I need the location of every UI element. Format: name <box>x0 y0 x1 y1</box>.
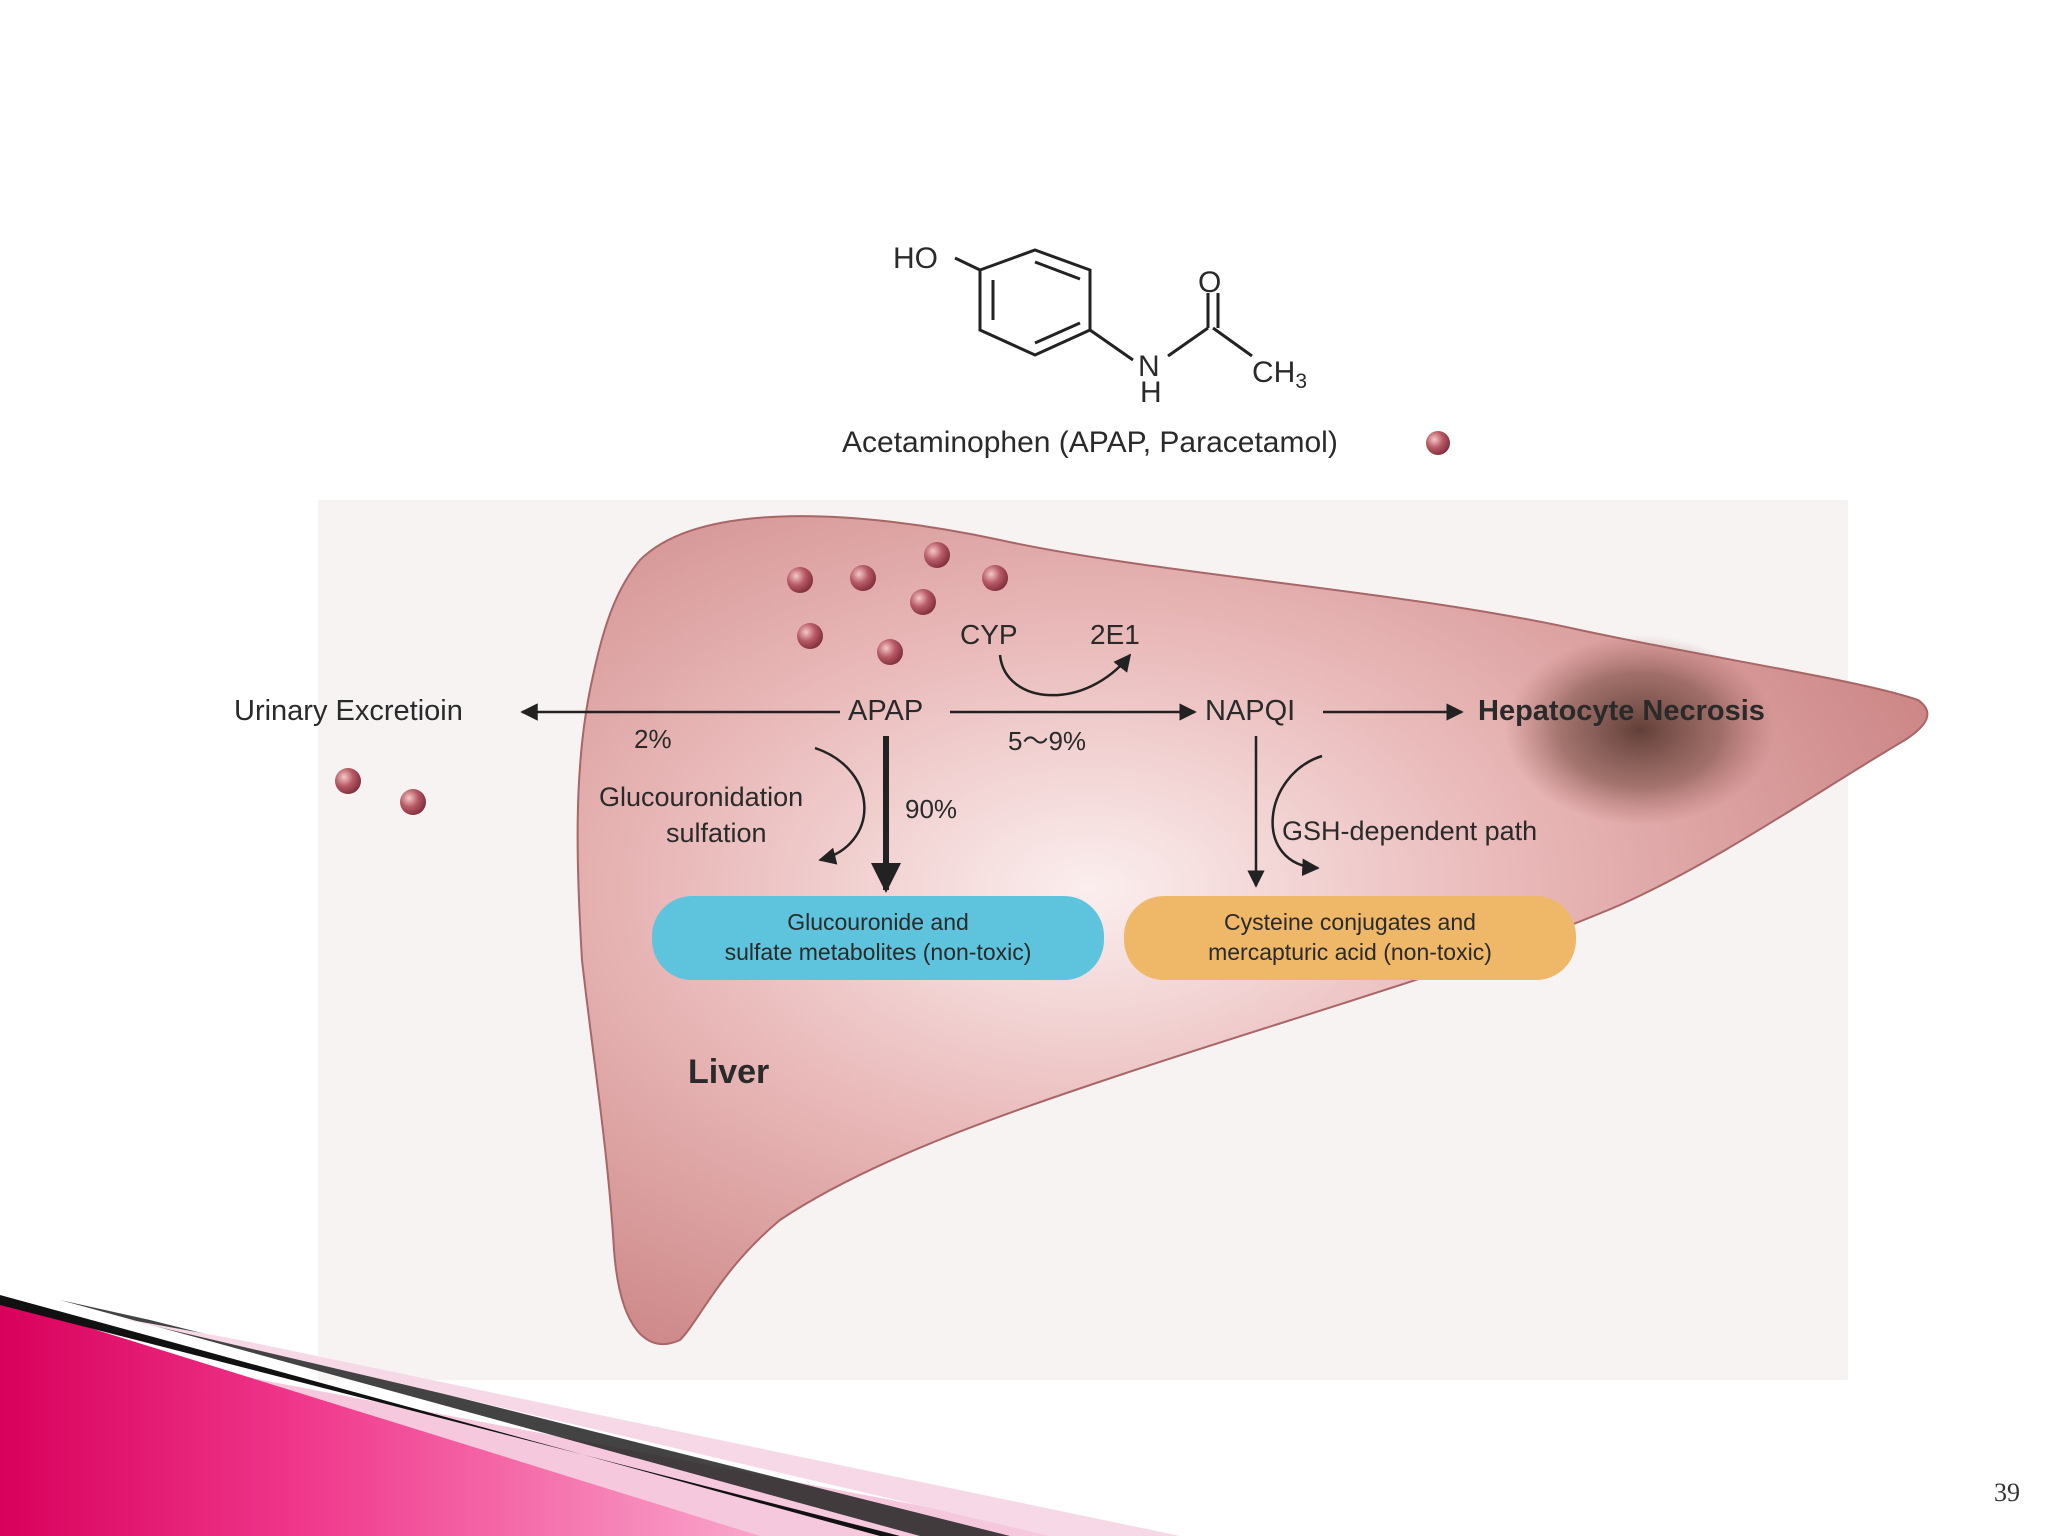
cysteine-box <box>1124 896 1576 980</box>
napqi-label: NAPQI <box>1205 695 1295 727</box>
necrosis-patch <box>1505 635 1775 825</box>
apap-dot <box>787 567 813 593</box>
apap-label: APAP <box>848 695 923 727</box>
cysteine-box-line2: mercapturic acid (non-toxic) <box>1208 939 1492 965</box>
nitrogen-label: N <box>1138 350 1160 383</box>
hydrogen-label: H <box>1140 376 1162 409</box>
decorative-bottom-band <box>0 1295 1180 1536</box>
apap-dot <box>335 768 361 794</box>
apap-dot <box>877 639 903 665</box>
necrosis-label: Hepatocyte Necrosis <box>1478 695 1765 727</box>
glucuronidation-arrow <box>814 746 866 865</box>
ho-label: HO <box>893 242 938 275</box>
glucuronide-box <box>652 896 1104 980</box>
urinary-percent: 2% <box>634 724 672 754</box>
sulfation-label: sulfation <box>666 818 767 848</box>
apap-dot <box>982 565 1008 591</box>
methyl-label: CH3 <box>1252 356 1307 393</box>
urinary-excretion-label: Urinary Excretioin <box>234 695 463 727</box>
cyp-label: CYP <box>960 619 1018 650</box>
2e1-label: 2E1 <box>1090 619 1140 650</box>
apap-dot <box>850 565 876 591</box>
apap-dot <box>797 623 823 649</box>
glucuronidation-label: Glucouronidation <box>599 782 803 812</box>
apap-dot <box>400 789 426 815</box>
slide-number: 39 <box>1994 1478 2020 1507</box>
apap-molecules-excreted <box>335 768 426 815</box>
liver-label: Liver <box>688 1053 769 1091</box>
apap-molecules-liver <box>787 542 1008 665</box>
glucuronidation-percent: 90% <box>905 794 957 824</box>
glucuronide-box-line1: Glucouronide and <box>787 909 969 935</box>
legend-dot <box>1426 431 1450 455</box>
apap-dot <box>924 542 950 568</box>
gsh-arrow <box>1271 754 1323 877</box>
napqi-percent: 5～9% <box>1008 726 1086 756</box>
apap-dot <box>910 589 936 615</box>
cysteine-box-line1: Cysteine conjugates and <box>1224 909 1476 935</box>
oxygen-label: O <box>1198 266 1221 299</box>
molecule-caption: Acetaminophen (APAP, Paracetamol) <box>842 426 1338 459</box>
gsh-path-label: GSH-dependent path <box>1282 816 1537 846</box>
glucuronide-box-line2: sulfate metabolites (non-toxic) <box>725 939 1032 965</box>
cyp-arrow <box>998 653 1132 697</box>
acetaminophen-structure <box>954 248 1253 362</box>
